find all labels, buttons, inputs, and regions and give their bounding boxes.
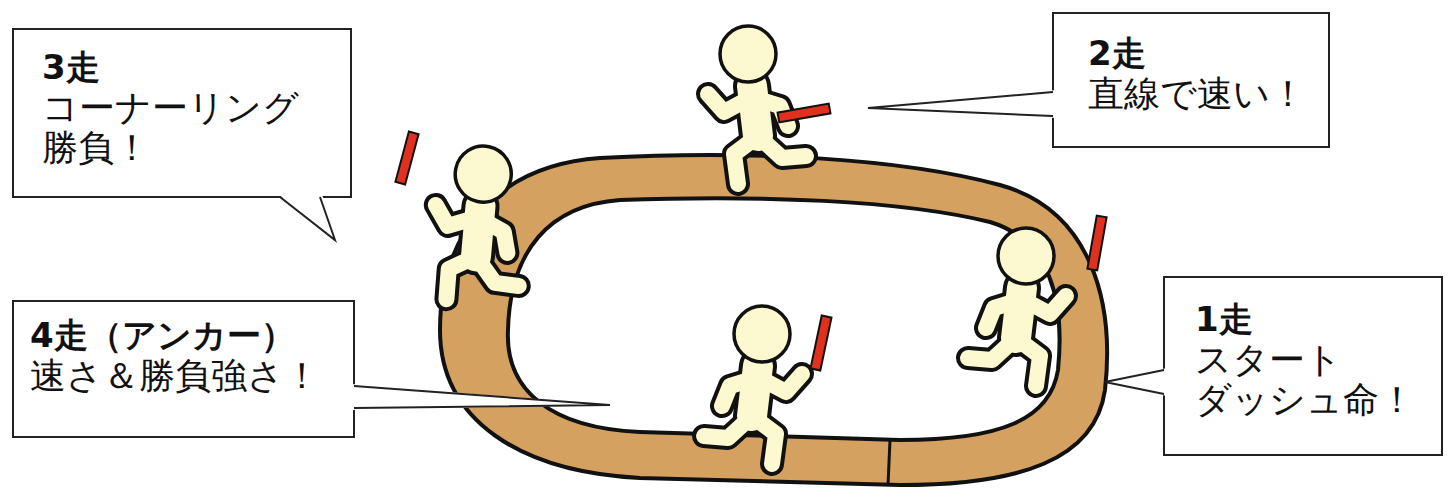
callout-tail (1105, 370, 1164, 394)
callout-heading: 2走 (1088, 34, 1328, 72)
callout-tail (868, 92, 1053, 116)
callout-tail (351, 384, 610, 410)
callout-box: 3走コーナーリング 勝負！ (12, 28, 352, 198)
runner-4 (704, 306, 802, 464)
callout-box: 4走（アンカー）速さ＆勝負強さ！ (12, 300, 355, 438)
callout-text: 速さ＆勝負強さ！ (30, 356, 353, 396)
callout-tail (354, 386, 610, 408)
callout-text: スタート ダッシュ命！ (1195, 340, 1441, 421)
runner-3 (417, 138, 546, 313)
callout-tail (278, 194, 335, 240)
runner-2 (708, 26, 806, 184)
callout-tail (1105, 368, 1167, 396)
callout-text: 直線で速い！ (1088, 74, 1328, 114)
finish-line (888, 440, 890, 485)
baton (810, 316, 831, 371)
callout-heading: 1走 (1195, 300, 1441, 338)
runner-1 (968, 228, 1066, 386)
callout-box: 1走スタート ダッシュ命！ (1163, 276, 1443, 456)
baton (395, 132, 418, 185)
track-outer (440, 155, 1107, 485)
callout-tail (868, 90, 1056, 118)
callout-heading: 4走（アンカー） (30, 316, 353, 354)
callout-heading: 3走 (42, 48, 350, 86)
baton (778, 104, 831, 123)
callout-tail (280, 197, 335, 240)
callout-text: コーナーリング 勝負！ (42, 88, 350, 169)
callout-box: 2走直線で速い！ (1052, 12, 1330, 148)
baton (1087, 216, 1106, 271)
